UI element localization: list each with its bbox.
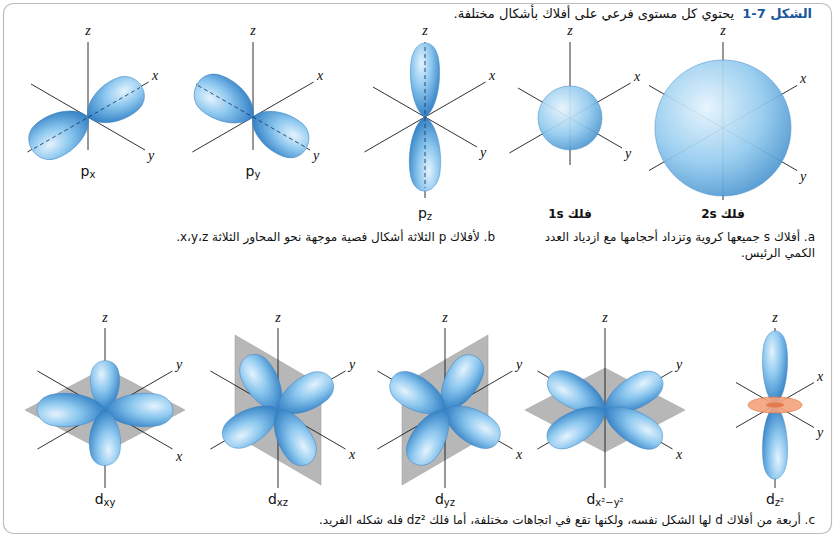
figure-title: الشكل 7-1 — [742, 6, 812, 22]
axis-label: y — [800, 169, 806, 186]
axis-label: y — [313, 148, 319, 165]
x-axis — [192, 82, 313, 152]
axis-label: y — [817, 425, 823, 442]
axis-label: x — [489, 68, 495, 85]
axis-label: z — [442, 310, 447, 327]
axis-label: x — [317, 68, 323, 85]
axis-label: z — [250, 23, 255, 40]
axis-label: z — [567, 23, 572, 40]
dz2-orbital — [736, 328, 814, 488]
axis-label: z — [275, 310, 280, 327]
axis-label: x — [800, 71, 806, 88]
orbital-lobe — [89, 410, 120, 466]
sub-caption: c. أربعة من أفلاك d لها الشكل نفسه، ولكن… — [35, 513, 815, 529]
axis-label: x — [349, 447, 355, 464]
orbital-lobe — [264, 402, 324, 472]
axis-label: x — [634, 69, 640, 86]
dyz-orbital — [378, 328, 513, 488]
orbital-name: dxz — [268, 490, 288, 510]
sub-caption: a. أفلاك s جميعها كروية وتزداد أحجامها م… — [515, 230, 815, 261]
dxy-orbital — [25, 328, 185, 488]
axis-label: z — [85, 23, 90, 40]
x-axis — [509, 83, 630, 153]
figure-frame — [4, 4, 832, 534]
torus-hole — [766, 403, 784, 408]
orbital-name: dyz — [435, 490, 455, 510]
orbital-name: dz² — [766, 490, 784, 510]
axis-dashed — [425, 47, 426, 188]
orbital-lobe — [762, 331, 787, 405]
axis-label: y — [625, 146, 631, 163]
figure-caption: يحتوي كل مستوى فرعي على أفلاك بأشكال مخت… — [454, 6, 735, 22]
z-axis — [88, 42, 89, 150]
orbital-lobe — [762, 405, 787, 479]
1s-orbital — [509, 42, 630, 165]
orbital-name: فلك 2s — [701, 207, 745, 221]
axis-label: y — [480, 145, 486, 162]
orbital-lobe — [597, 396, 669, 456]
orbital-name: px — [81, 162, 96, 182]
orbital-sphere — [655, 60, 791, 196]
axis-dashed — [198, 86, 306, 148]
orbital-name: dxy — [95, 490, 116, 510]
orbital-name: py — [246, 162, 261, 182]
orbital-lobe — [400, 402, 460, 472]
axis-label: z — [772, 310, 777, 327]
axis-label: x — [152, 68, 158, 85]
2s-orbital — [649, 42, 797, 200]
axis-label: x — [676, 447, 682, 464]
axis-label: x — [516, 447, 522, 464]
px-orbital — [21, 42, 151, 168]
axis-label: x — [176, 449, 182, 466]
axis-label: y — [349, 357, 355, 374]
axis-label: y — [148, 148, 154, 165]
pz-orbital — [364, 42, 485, 198]
axis-label: z — [102, 310, 107, 327]
axis-label: y — [516, 357, 522, 374]
axis-label: z — [602, 310, 607, 327]
axis-label: y — [676, 357, 682, 374]
axis-label: z — [720, 23, 725, 40]
dx2y2-orbital — [525, 328, 685, 488]
orbital-lobe — [541, 396, 613, 456]
orbital-torus — [748, 397, 802, 413]
dxz-orbital — [211, 328, 346, 488]
orbital-name: فلك 1s — [548, 207, 592, 221]
orbital-sphere — [538, 86, 602, 150]
z-axis — [253, 42, 254, 150]
axis-label: y — [176, 357, 182, 374]
orbital-name: pz — [418, 204, 432, 224]
axis-label: z — [422, 23, 427, 40]
py-orbital — [186, 42, 316, 165]
axis-label: x — [817, 369, 823, 386]
orbital-name: dx²−y² — [586, 490, 623, 510]
sub-caption: b. لأفلاك p الثلاثة أشكال فصية موجهة نحو… — [55, 230, 495, 246]
axis-dashed — [34, 88, 140, 149]
